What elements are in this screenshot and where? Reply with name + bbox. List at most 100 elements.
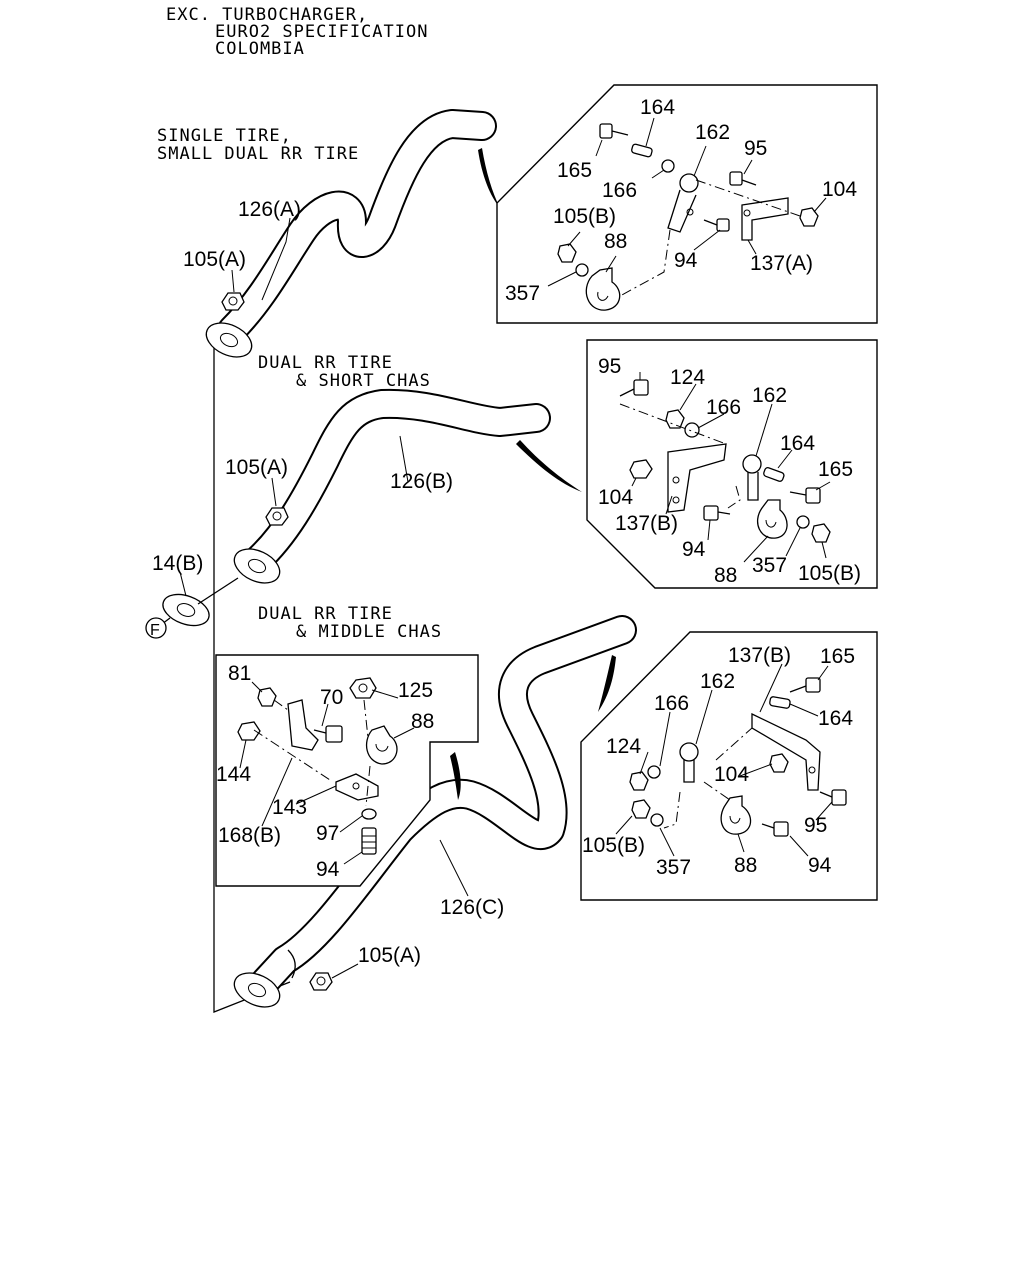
label-a-94: 94 [674,249,698,272]
bracket-137b-b [667,443,727,513]
label-nut-105a-1: 105(A) [183,248,246,271]
bolt-165-b [789,487,821,504]
detail-c-arrow [598,655,616,712]
label-c-104: 104 [714,763,749,786]
label-nut-105a-3: 105(A) [358,944,421,967]
clamp-162-a [667,173,699,233]
nut-104-b [629,459,653,479]
clamp-88-c [720,795,752,835]
bolt-95-c [819,789,847,806]
label-d-88: 88 [411,710,434,733]
washer-166-b [684,422,700,438]
clamp-162-c [679,742,699,783]
detail-panel-d: 81 70 125 88 144 143 168(B) 97 94 [215,654,479,887]
main-callouts: 126(A) 105(A) 126(B) 105(A) 14(B) 126(C)… [152,198,504,967]
section-a-line-1: SINGLE TIRE, [157,126,292,146]
washer-357-c [650,813,664,827]
section-labels: SINGLE TIRE, SMALL DUAL RR TIRE DUAL RR … [157,126,442,642]
label-nut-105a-2: 105(A) [225,456,288,479]
label-c-94: 94 [808,854,832,877]
detail-d-arrow [450,752,461,800]
nut-81-d [257,687,277,707]
label-d-143: 143 [272,796,307,819]
section-b-line-2: & SHORT CHAS [296,371,431,391]
nut-105b-c [631,799,651,819]
label-b-164: 164 [780,432,815,455]
label-a-166: 166 [602,179,637,202]
header-line-3: COLOMBIA [215,39,305,59]
bolt-94-b [703,505,731,521]
section-a-line-2: SMALL DUAL RR TIRE [157,144,359,164]
clamp-88-b [757,499,788,539]
nut-144-d [237,721,261,741]
label-b-357: 357 [752,554,787,577]
bolt-94-d [361,827,377,855]
washer-357-a [575,263,589,277]
header-line-1: EXC. TURBOCHARGER, [166,5,368,25]
bolt-70-d [313,725,343,743]
bracket-137a [741,197,789,241]
nut-105b-b [811,523,831,543]
label-c-105b: 105(B) [582,834,645,857]
label-a-104: 104 [822,178,857,201]
label-a-162: 162 [695,121,730,144]
nut-125-d [349,677,377,699]
label-gasket-14b: 14(B) [152,552,203,575]
detail-a-arrow [478,148,500,208]
bracket-d [287,699,319,751]
label-b-95: 95 [598,355,621,378]
bolt-95-b [619,379,649,397]
label-a-164: 164 [640,96,675,119]
label-b-104: 104 [598,486,633,509]
label-c-88: 88 [734,854,757,877]
header-line-2: EURO2 SPECIFICATION [215,22,428,42]
label-a-95: 95 [744,137,767,160]
nut-105a-2 [265,507,289,526]
clamp-88-d [365,725,398,765]
bracket-137b-c [751,712,821,791]
label-d-168b: 168(B) [218,824,281,847]
section-c-line-1: DUAL RR TIRE [258,604,393,624]
label-b-88: 88 [714,564,737,587]
label-b-94: 94 [682,538,706,561]
gasket-14b [161,577,239,627]
pin-164-c [769,696,791,709]
label-a-105b: 105(B) [553,205,616,228]
label-b-124: 124 [670,366,705,389]
label-c-166: 166 [654,692,689,715]
label-c-124: 124 [606,735,641,758]
label-b-166: 166 [706,396,741,419]
bolt-94-c [761,821,789,837]
pin-164-a [631,143,653,158]
clamp-88-a [585,267,621,311]
detail-panel-a: 164 165 162 95 166 104 105(B) 88 94 137(… [496,84,878,324]
section-c-line-2: & MIDDLE CHAS [296,622,442,642]
label-c-164: 164 [818,707,853,730]
label-c-357: 357 [656,856,691,879]
nut-105a-1 [221,292,245,311]
washer-166-a [661,159,675,173]
connector-f: F [145,617,167,639]
section-b-line-1: DUAL RR TIRE [258,353,393,373]
label-d-81: 81 [228,662,251,685]
bolt-94-a [703,218,730,232]
label-d-144: 144 [216,763,251,786]
label-d-70: 70 [320,686,343,709]
label-b-162: 162 [752,384,787,407]
label-a-357: 357 [505,282,540,305]
exhaust-pipe-126a [205,109,497,358]
bolt-165-c [789,677,821,693]
label-a-88: 88 [604,230,627,253]
label-a-137a: 137(A) [750,252,813,275]
detail-b-arrow [516,440,582,492]
label-b-137b: 137(B) [615,512,678,535]
header: EXC. TURBOCHARGER, EURO2 SPECIFICATION C… [166,5,428,59]
label-c-95: 95 [804,814,827,837]
connector-f-label: F [150,622,160,639]
label-c-162: 162 [700,670,735,693]
label-d-97: 97 [316,822,339,845]
label-pipe-126b: 126(B) [390,470,453,493]
label-b-105b: 105(B) [798,562,861,585]
exhaust-pipe-126b [233,388,551,584]
